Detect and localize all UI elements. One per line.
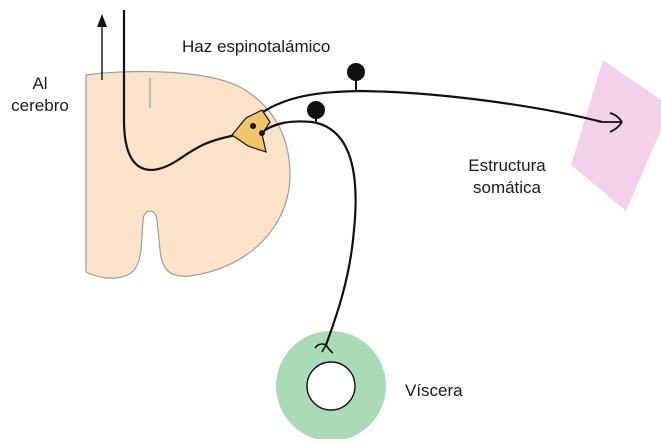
tract-label: Haz espinotalámico <box>182 36 330 58</box>
to-brain-label: Al cerebro <box>8 73 72 117</box>
somatic-structure-label: Estructura somática <box>452 155 562 199</box>
somatic-afferent-fiber <box>252 91 602 122</box>
somatic-line1: Estructura <box>452 155 562 177</box>
to-brain-line1: Al <box>8 73 72 95</box>
synapse-dot <box>250 123 256 129</box>
visceral-ganglion-icon <box>307 101 325 119</box>
somatic-structure-shape <box>571 60 661 211</box>
to-brain-line2: cerebro <box>8 95 72 117</box>
synapse-dot <box>259 130 265 136</box>
spinal-cord-section <box>86 72 290 279</box>
viscera-lumen <box>307 362 355 410</box>
viscera-label: Víscera <box>405 380 463 402</box>
somatic-ganglion-icon <box>347 63 365 81</box>
arrow-head <box>97 14 107 27</box>
somatic-line2: somática <box>452 177 562 199</box>
